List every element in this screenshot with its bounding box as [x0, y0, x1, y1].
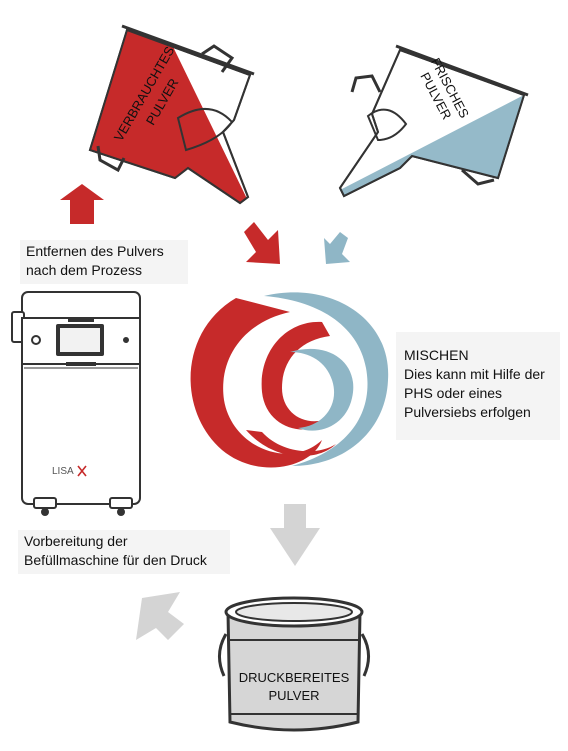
- machine-brand-logo: LISA: [52, 466, 74, 477]
- machine-brand-x-icon: [77, 465, 87, 477]
- removal-label-line2: nach dem Prozess: [26, 262, 142, 278]
- mixing-label-line3: PHS oder eines: [404, 385, 503, 401]
- mixing-label-title: MISCHEN: [404, 347, 469, 363]
- ready-powder-bucket: DRUCKBEREITES PULVER: [218, 596, 370, 732]
- removal-label: Entfernen des Pulvers nach dem Prozess: [20, 240, 188, 284]
- arrow-removal-up: [60, 184, 104, 224]
- arrow-fresh-to-mix: [324, 232, 350, 264]
- arrow-used-to-mix: [244, 222, 280, 264]
- preparation-label-line2: Befüllmaschine für den Druck: [24, 552, 207, 568]
- mixing-swirl-icon: [190, 292, 389, 468]
- used-powder-hopper: VERBRAUCHTES PULVER: [88, 24, 255, 205]
- removal-label-line1: Entfernen des Pulvers: [26, 243, 164, 259]
- arrow-mix-to-bucket: [270, 504, 320, 566]
- arrow-bucket-to-machine: [136, 592, 184, 640]
- printer-machine: LISA: [11, 291, 141, 516]
- preparation-label: Vorbereitung der Befüllmaschine für den …: [18, 530, 230, 574]
- mixing-label: MISCHEN Dies kann mit Hilfe der PHS oder…: [396, 332, 560, 440]
- mixing-label-line2: Dies kann mit Hilfe der: [404, 366, 545, 382]
- bucket-label-line2: PULVER: [268, 688, 319, 703]
- bucket-label-line1: DRUCKBEREITES: [239, 670, 350, 685]
- fresh-powder-hopper: FRISCHES PULVER: [338, 44, 529, 198]
- mixing-label-line4: Pulversiebs erfolgen: [404, 404, 531, 420]
- preparation-label-line1: Vorbereitung der: [24, 533, 128, 549]
